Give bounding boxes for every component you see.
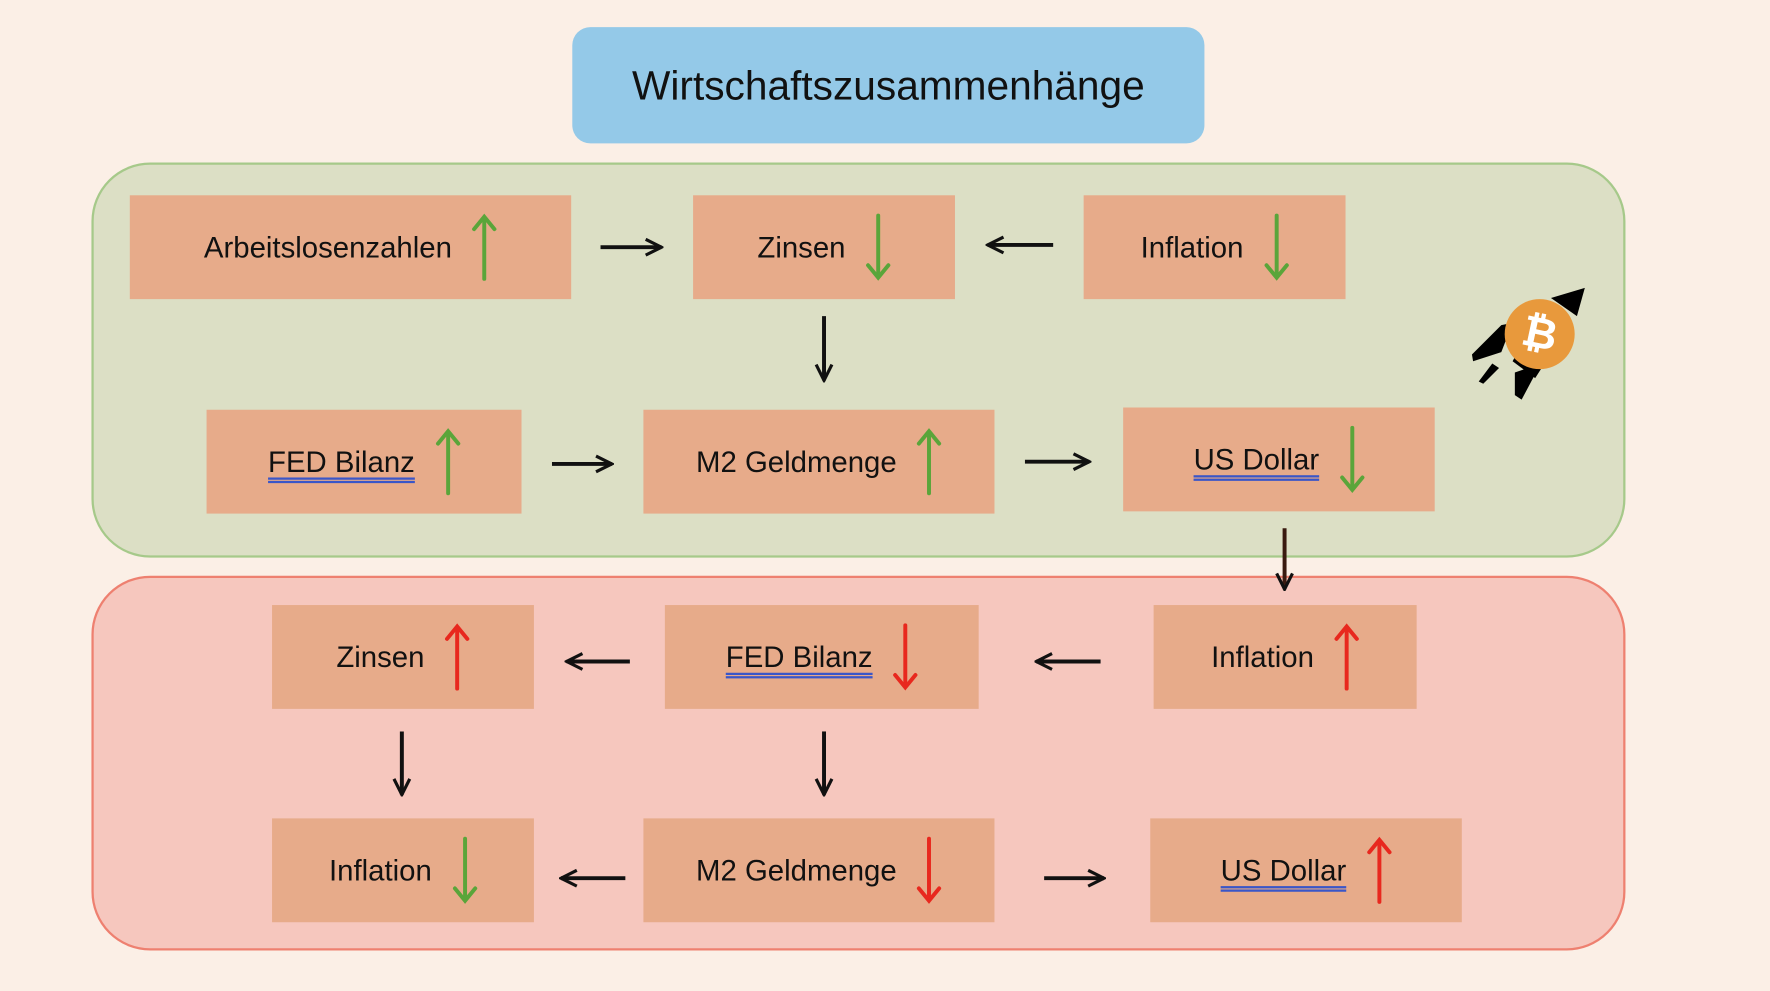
node-label: Inflation — [328, 852, 432, 887]
node-zinsen: Zinsen — [272, 605, 534, 709]
trend-down-arrow-icon — [866, 213, 891, 281]
trend-down-arrow-icon — [893, 623, 918, 691]
node-label: M2 Geldmenge — [696, 444, 897, 479]
node-label: Inflation — [1211, 639, 1314, 674]
trend-down-arrow-icon — [452, 836, 477, 904]
node-label: Arbeitslosenzahlen — [203, 229, 452, 264]
trend-up-arrow-icon — [435, 428, 460, 496]
node-fed-bilanz: FED Bilanz — [206, 409, 522, 514]
trend-up-arrow-icon — [1366, 836, 1392, 904]
node-arbeitslosenzahlen: Arbeitslosenzahlen — [129, 195, 572, 300]
node-fed-bilanz: FED Bilanz — [664, 605, 979, 709]
node-m2-geldmenge: M2 Geldmenge — [643, 818, 995, 923]
node-inflation: Inflation — [1083, 195, 1346, 300]
node-zinsen: Zinsen — [693, 195, 955, 300]
node-label: FED Bilanz — [725, 639, 873, 674]
node-label: US Dollar — [1220, 852, 1347, 887]
node-label: Inflation — [1140, 229, 1244, 264]
trend-up-arrow-icon — [917, 428, 942, 496]
node-label: FED Bilanz — [268, 444, 415, 479]
node-label: M2 Geldmenge — [696, 852, 897, 887]
trend-down-arrow-icon — [1339, 425, 1365, 494]
trend-up-arrow-icon — [445, 623, 470, 691]
bitcoin-rocket-icon: ₿ — [1471, 287, 1585, 400]
node-label: Zinsen — [336, 639, 425, 674]
node-label: Zinsen — [757, 229, 846, 264]
node-label: US Dollar — [1193, 441, 1320, 476]
trend-down-arrow-icon — [1264, 213, 1289, 281]
node-us-dollar: US Dollar — [1123, 407, 1435, 512]
trend-up-arrow-icon — [1334, 623, 1359, 691]
trend-down-arrow-icon — [917, 836, 942, 904]
node-us-dollar: US Dollar — [1150, 818, 1462, 923]
diagram-title: Wirtschaftszusammenhänge — [572, 27, 1205, 144]
node-m2-geldmenge: M2 Geldmenge — [643, 409, 995, 514]
trend-up-arrow-icon — [472, 213, 497, 281]
node-inflation: Inflation — [1153, 605, 1417, 709]
node-inflation: Inflation — [272, 818, 534, 923]
